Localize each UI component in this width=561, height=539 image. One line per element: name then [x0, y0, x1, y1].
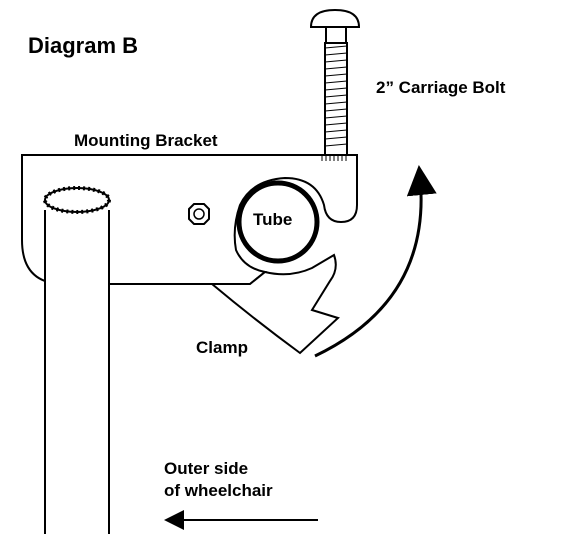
outer-side-label-line2: of wheelchair	[164, 481, 273, 500]
rotation-arrow	[314, 165, 437, 358]
clamp-piece	[209, 253, 340, 355]
diagram-title: Diagram B	[28, 33, 139, 58]
tube-circle	[236, 180, 320, 264]
clamp-label: Clamp	[196, 338, 248, 357]
outer-side-label-line1: Outer side	[164, 459, 249, 478]
carriage-bolt-label: 2” Carriage Bolt	[376, 78, 506, 97]
carriage-bolt	[309, 8, 361, 156]
wheelchair-post	[43, 186, 111, 534]
mounting-bracket-label: Mounting Bracket	[74, 131, 218, 150]
hex-nut	[188, 203, 210, 225]
tube-label: Tube	[253, 210, 293, 229]
